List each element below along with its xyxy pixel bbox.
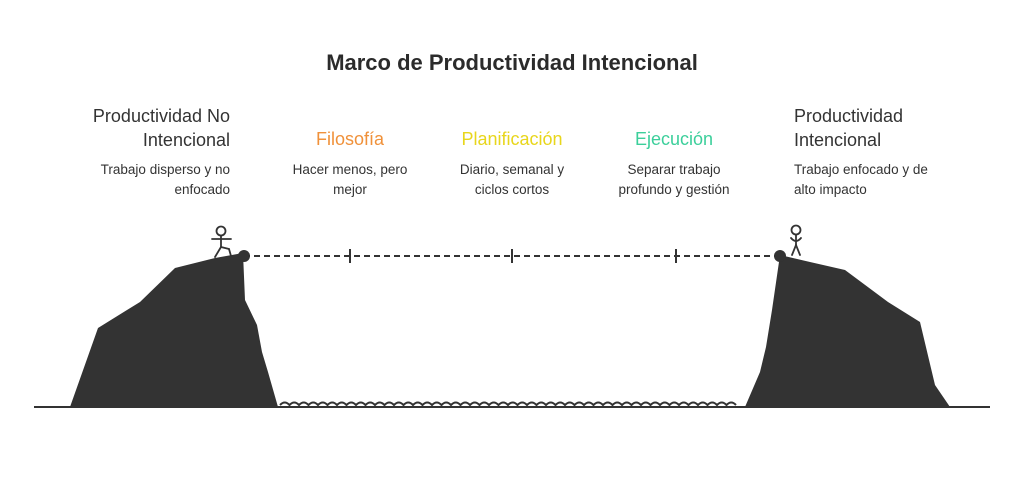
stage-label-ejecucion: Ejecución (634, 129, 714, 149)
stage-label-planificacion: Planificación (461, 129, 563, 149)
left-end-description: Trabajo disperso y no enfocado (40, 160, 230, 200)
stage-desc-line2: mejor (333, 182, 367, 197)
stage-desc-planificacion: Diario, semanal y ciclos cortos (432, 160, 592, 200)
stage-desc-ejecucion: Separar trabajo profundo y gestión (594, 160, 754, 200)
stage-desc-line1: Separar trabajo (627, 162, 721, 177)
stage-desc-line2: profundo y gestión (618, 182, 730, 197)
right-end-heading-line1: Productividad (794, 106, 904, 126)
left-end-heading-line2: Intencional (142, 130, 230, 150)
left-end-desc-line1: Trabajo disperso y no (100, 162, 230, 177)
left-end-desc-line2: enfocado (174, 182, 230, 197)
right-end-description: Trabajo enfocado y de alto impacto (794, 160, 994, 200)
stage-label-filosofia: Filosofía (315, 129, 385, 149)
walking-person-icon (211, 225, 232, 258)
standing-person-icon (790, 224, 802, 256)
stage-desc-line2: ciclos cortos (474, 182, 550, 197)
right-end-heading-line2: Intencional (794, 130, 882, 150)
stage-desc-filosofia: Hacer menos, pero mejor (270, 160, 430, 200)
left-cliff (70, 253, 278, 407)
right-end-heading: Productividad Intencional (794, 104, 994, 152)
left-end-heading: Productividad No Intencional (40, 104, 230, 152)
right-anchor-dot (774, 250, 786, 262)
right-cliff (745, 255, 950, 407)
right-end-desc-line2: alto impacto (794, 182, 867, 197)
stage-desc-line1: Diario, semanal y (459, 162, 565, 177)
water-waves (279, 401, 737, 407)
left-anchor-dot (238, 250, 250, 262)
stage-desc-line1: Hacer menos, pero (292, 162, 408, 177)
diagram-title: Marco de Productividad Intencional (326, 50, 698, 75)
right-end-desc-line1: Trabajo enfocado y de (794, 162, 928, 177)
left-end-heading-line1: Productividad No (92, 106, 230, 126)
